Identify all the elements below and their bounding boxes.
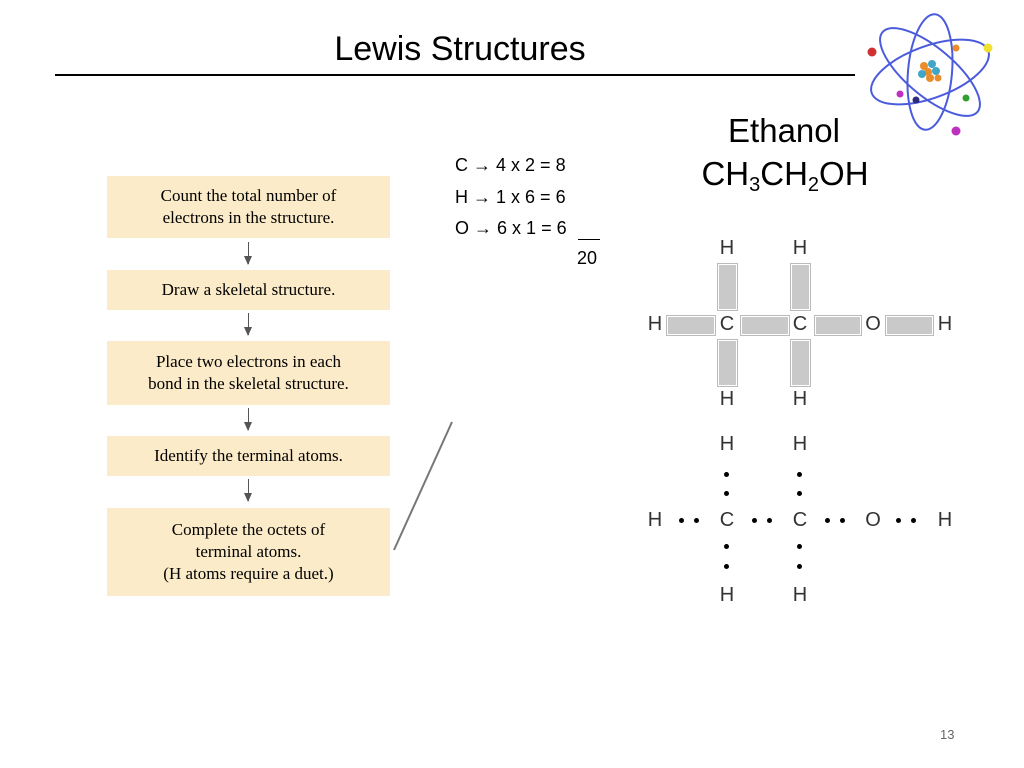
flow-step-complete-octets: Complete the octets of terminal atoms. (…	[107, 508, 390, 596]
atom-hydrogen: H	[792, 584, 808, 606]
atom-hydrogen: H	[719, 388, 735, 410]
sum-underline	[578, 239, 600, 240]
atom-hydrogen: H	[719, 237, 735, 259]
atom-hydrogen: H	[647, 313, 663, 335]
bond	[717, 263, 738, 311]
flow-arrow-3	[244, 408, 252, 431]
arrow-right-icon: →	[473, 187, 492, 207]
title-underline	[55, 74, 855, 76]
electron-dot	[896, 518, 901, 523]
arrow-right-icon: →	[474, 218, 493, 238]
atom-hydrogen: H	[792, 433, 808, 455]
flow-arrow-4	[244, 479, 252, 502]
bond	[885, 315, 934, 336]
electron-dot	[724, 564, 729, 569]
bond	[717, 339, 738, 387]
flow-step-place-electrons: Place two electrons in each bond in the …	[107, 341, 390, 405]
atom-hydrogen: H	[792, 237, 808, 259]
flow-step-skeletal-structure: Draw a skeletal structure.	[107, 270, 390, 310]
count-line-oxygen: O → 6 x 1 = 6	[455, 218, 567, 238]
electron-dot	[911, 518, 916, 523]
arrow-right-icon: →	[473, 155, 492, 175]
atom-oxygen: O	[865, 313, 881, 335]
electron-dot	[797, 564, 802, 569]
electron-dot	[840, 518, 845, 523]
electron-dot	[797, 491, 802, 496]
molecule-formula: CH3CH2OH	[701, 155, 869, 196]
molecule-name: Ethanol	[728, 112, 840, 149]
atom-hydrogen: H	[719, 433, 735, 455]
electron-dot	[724, 472, 729, 477]
electron-dot	[825, 518, 830, 523]
atom-carbon: C	[719, 313, 735, 335]
bond	[666, 315, 716, 336]
electron-dot	[694, 518, 699, 523]
electron-dot	[679, 518, 684, 523]
atom-carbon: C	[792, 509, 808, 531]
atom-hydrogen: H	[719, 584, 735, 606]
bond	[790, 339, 811, 387]
count-line-carbon: C → 4 x 2 = 8	[455, 155, 566, 175]
count-line-hydrogen: H → 1 x 6 = 6	[455, 187, 566, 207]
page-number: 13	[940, 727, 955, 742]
electron-dot	[797, 544, 802, 549]
connector-line	[393, 421, 453, 551]
electron-total: 20	[577, 248, 598, 268]
flow-step-terminal-atoms: Identify the terminal atoms.	[107, 436, 390, 476]
atom-hydrogen: H	[937, 313, 953, 335]
bond	[790, 263, 811, 311]
atom-hydrogen: H	[937, 509, 953, 531]
electron-dot	[797, 472, 802, 477]
flow-arrow-1	[244, 242, 252, 265]
flow-arrow-2	[244, 313, 252, 336]
electron-dot	[752, 518, 757, 523]
electron-dot	[724, 491, 729, 496]
atom-oxygen: O	[865, 509, 881, 531]
atom-carbon: C	[792, 313, 808, 335]
bond	[740, 315, 790, 336]
atom-hydrogen: H	[647, 509, 663, 531]
atom-carbon: C	[719, 509, 735, 531]
slide-title: Lewis Structures	[334, 30, 586, 68]
atom-hydrogen: H	[792, 388, 808, 410]
electron-dot	[724, 544, 729, 549]
atom-icon	[867, 13, 993, 136]
flow-step-count-electrons: Count the total number of electrons in t…	[107, 176, 390, 238]
bond	[814, 315, 862, 336]
electron-dot	[767, 518, 772, 523]
